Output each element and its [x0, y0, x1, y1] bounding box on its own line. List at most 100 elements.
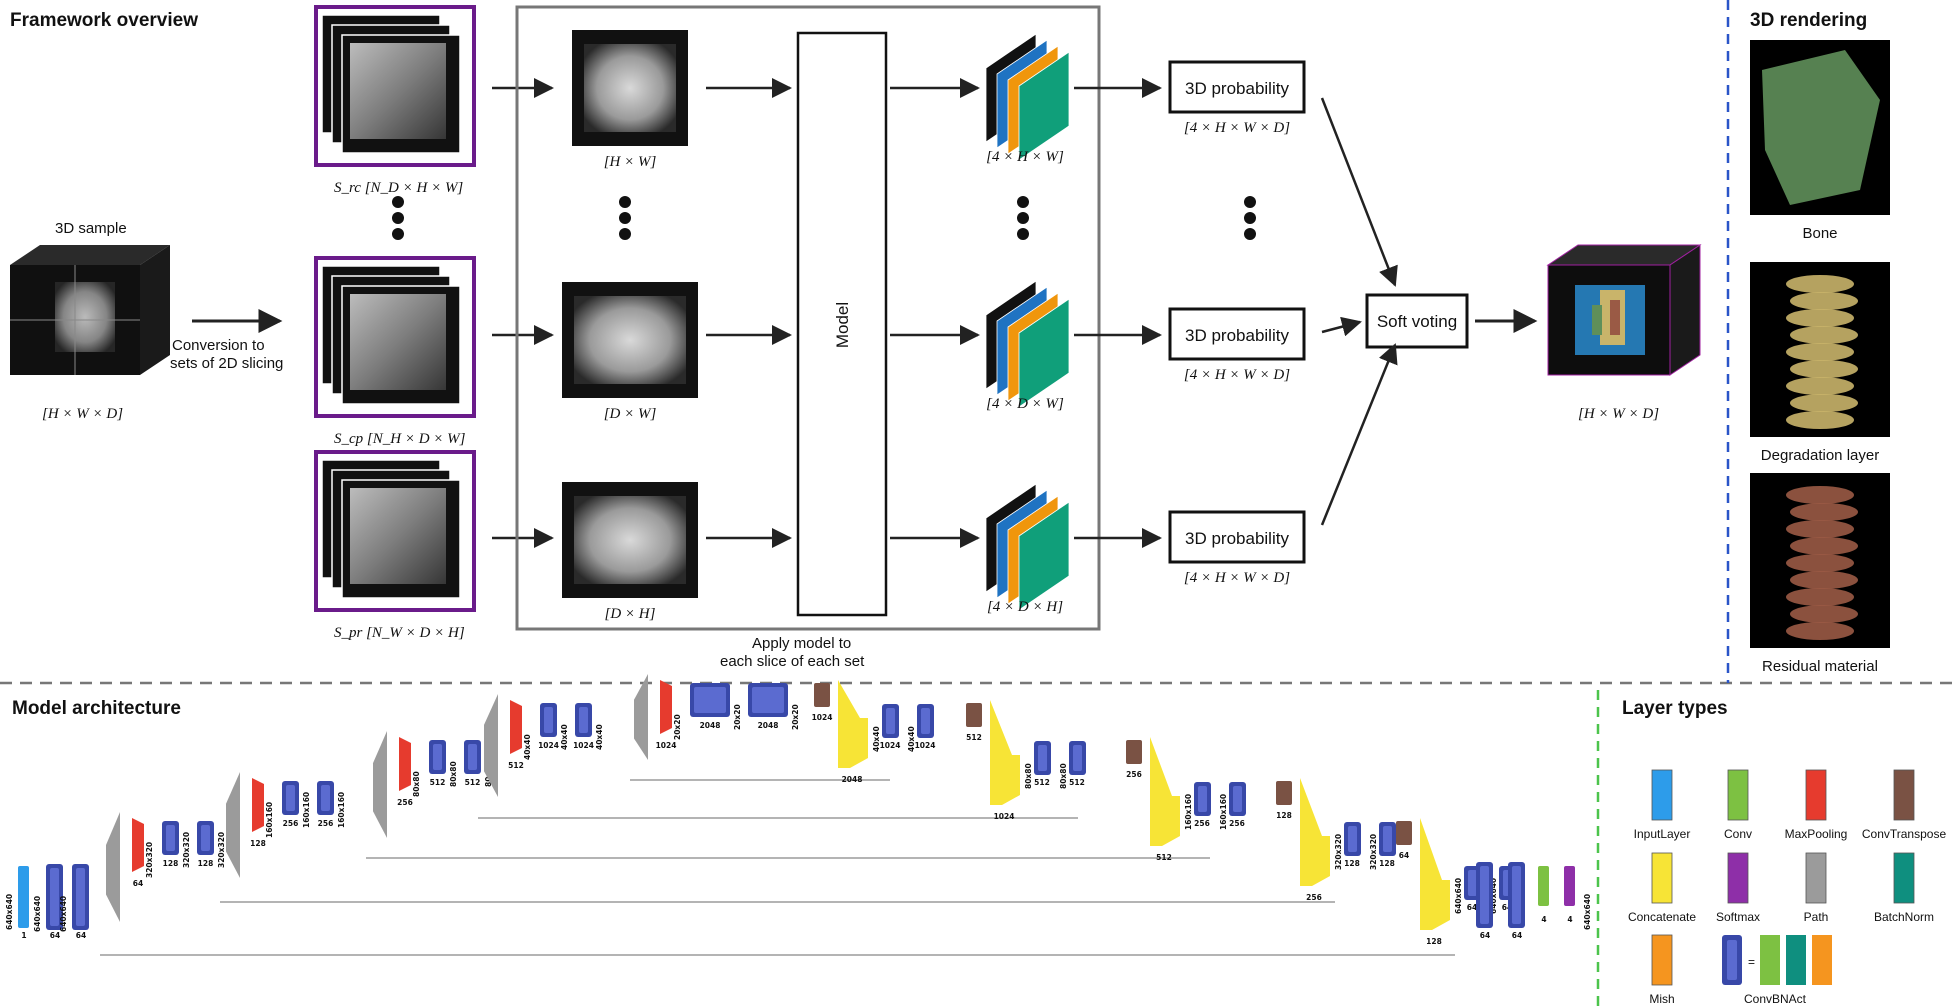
- input-layer-block: [18, 866, 29, 928]
- path-block-2: [226, 772, 240, 878]
- convtranspose-block-2: [966, 703, 982, 727]
- path-block-1: [106, 812, 120, 922]
- enc5-dim-1: 20x20: [733, 704, 742, 730]
- probability-label-1: 3D probability: [1185, 79, 1289, 98]
- enc5-ch-2: 2048: [758, 721, 779, 730]
- model-box: [796, 31, 888, 617]
- probability-box-2: [1168, 307, 1306, 361]
- render-panel-2: Degradation layer: [1750, 262, 1890, 464]
- maxpool-block-3: [399, 737, 411, 791]
- dec1-dim-1: 40x40: [872, 726, 881, 752]
- result-dims: [H × W × D]: [1578, 406, 1659, 422]
- maxpool-dim-5: 20x20: [673, 714, 682, 740]
- legend-label-mish: Mish: [1649, 992, 1674, 1006]
- apply-model-caption-1: Apply model to: [752, 635, 851, 652]
- slice-dims-3: [D × H]: [605, 606, 656, 622]
- path-block-3: [373, 731, 387, 838]
- convtranspose-ch-3: 256: [1126, 770, 1142, 779]
- dec1-ch-2: 1024: [915, 741, 936, 750]
- probability-dims-1: [4 × H × W × D]: [1184, 120, 1290, 136]
- dec2-ch-2: 512: [1069, 778, 1085, 787]
- svg-text:=: =: [1748, 955, 1755, 969]
- enc5-conv-2: [748, 683, 788, 717]
- enc5-ch-1: 2048: [700, 721, 721, 730]
- out-conv-2: [1508, 862, 1525, 928]
- enc3-conv-1: [429, 740, 446, 774]
- maxpool-block-5: [660, 680, 672, 734]
- enc0-ch-1: 64: [50, 931, 60, 940]
- enc2-dim-1: 160x160: [302, 792, 311, 828]
- final-conv-block: [1538, 866, 1549, 906]
- dec4-ch-2: 128: [1379, 859, 1395, 868]
- enc3-dim-1: 80x80: [449, 761, 458, 787]
- input-channel-label: 1: [21, 931, 26, 940]
- enc4-conv-2: [575, 703, 592, 737]
- slice-set-label-3: S_pr [N_W × D × H]: [334, 625, 465, 641]
- concatenate-ch-5: 128: [1426, 937, 1442, 946]
- convtranspose-block-1: [814, 683, 830, 707]
- dec3-dim-2: 160x160: [1219, 794, 1228, 830]
- dec1-dim-2: 40x40: [907, 726, 916, 752]
- section-title-rendering: 3D rendering: [1750, 10, 1867, 31]
- ellipsis-dots-sets: [392, 196, 404, 240]
- enc2-ch-1: 256: [283, 819, 299, 828]
- dec4-conv-1: [1344, 822, 1361, 856]
- enc5-conv-1: [690, 683, 730, 717]
- ellipsis-dots-slices: [619, 196, 631, 240]
- path-block-4: [484, 694, 498, 797]
- slice-set-3: S_pr [N_W × D × H]: [314, 450, 476, 641]
- convtranspose-ch-2: 512: [966, 733, 982, 742]
- probability-box-1: [1168, 60, 1306, 114]
- concatenate-ch-3: 512: [1156, 853, 1172, 862]
- convtranspose-block-4: [1276, 781, 1292, 805]
- maxpool-dim-2: 160x160: [265, 802, 274, 838]
- apply-model-caption-2: each slice of each set: [720, 653, 865, 670]
- enc1-ch-1: 128: [163, 859, 179, 868]
- convtranspose-block-3: [1126, 740, 1142, 764]
- ellipsis-dots-outputs: [1017, 196, 1029, 240]
- pipeline-row-3: [D × H][4 × D × H]3D probability[4 × H ×…: [562, 482, 1306, 622]
- probability-label-3: 3D probability: [1185, 529, 1289, 548]
- dec4-ch-1: 128: [1344, 859, 1360, 868]
- dec5-ch-1: 64: [1467, 903, 1477, 912]
- output-stack-2: [985, 280, 1070, 408]
- softmax-ch: 4: [1567, 915, 1572, 924]
- conversion-label-2: sets of 2D slicing: [170, 355, 283, 372]
- concatenate-block-4: [1300, 778, 1330, 886]
- concatenate-block-5: [1420, 818, 1450, 930]
- legend-item-path: Path: [1804, 852, 1829, 924]
- maxpool-ch-5: 1024: [656, 741, 677, 750]
- dec3-conv-1: [1194, 782, 1211, 816]
- legend-item-input: InputLayer: [1634, 769, 1691, 841]
- convtranspose-ch-5: 64: [1399, 851, 1409, 860]
- legend-item-conv: Conv: [1724, 769, 1752, 841]
- ellipsis-dots-probabilities: [1244, 196, 1256, 240]
- enc0-conv-1: [46, 864, 63, 930]
- maxpool-ch-1: 64: [133, 879, 143, 888]
- arrow-prob2-voting: [1321, 316, 1362, 337]
- result-cube: [1546, 244, 1702, 376]
- enc1-dim-2: 320x320: [217, 832, 226, 868]
- convtranspose-block-5: [1396, 821, 1412, 845]
- dec1-conv-1: [882, 704, 899, 738]
- slice-set-label-1: S_rc [N_D × H × W]: [334, 180, 463, 196]
- legend-label-path: Path: [1804, 910, 1829, 924]
- enc1-conv-2: [197, 821, 214, 855]
- dec4-dim-1: 320x320: [1334, 834, 1343, 870]
- maxpool-ch-2: 128: [250, 839, 266, 848]
- output-dims-3: [4 × D × H]: [987, 599, 1063, 615]
- enc2-dim-2: 160x160: [337, 792, 346, 828]
- enc3-ch-2: 512: [465, 778, 481, 787]
- section-title-architecture: Model architecture: [12, 698, 181, 719]
- maxpool-dim-1: 320x320: [145, 842, 154, 878]
- legend-label-concatenate: Concatenate: [1628, 910, 1696, 924]
- enc4-conv-1: [540, 703, 557, 737]
- maxpool-block-1: [132, 818, 144, 872]
- legend-label-input: InputLayer: [1634, 827, 1691, 841]
- enc5-dim-2: 20x20: [791, 704, 800, 730]
- dec3-ch-1: 256: [1194, 819, 1210, 828]
- dec2-dim-2: 80x80: [1059, 763, 1068, 789]
